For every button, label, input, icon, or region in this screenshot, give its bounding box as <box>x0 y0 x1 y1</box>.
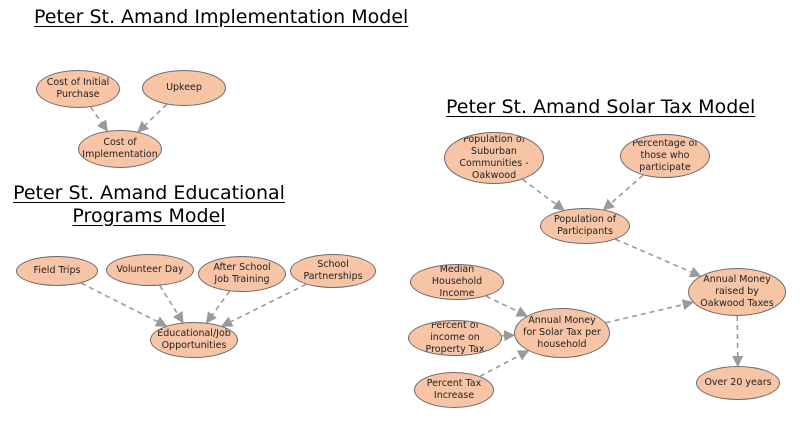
node-cost-of-implementation[interactable]: Cost of Implementation <box>78 130 162 168</box>
node-label: Educational/Job Opportunities <box>157 328 231 351</box>
edge-volunteer-day-to-educational-job-opportunities <box>159 285 184 324</box>
edge-percent-tax-increase-to-annual-money-solar-tax <box>479 350 530 378</box>
educational-title-line-2: Programs Model <box>72 204 226 227</box>
node-label: Over 20 years <box>704 377 772 389</box>
edge-school-partnerships-to-educational-job-opportunities <box>220 283 307 327</box>
node-label: Upkeep <box>166 82 202 94</box>
node-label: Percent Tax Increase <box>426 378 482 401</box>
node-population-of-suburban-communities[interactable]: Population of Suburban Communities - Oak… <box>444 132 544 184</box>
node-percent-tax-increase[interactable]: Percent Tax Increase <box>414 372 494 408</box>
node-label: Population of Suburban Communities - Oak… <box>459 134 529 181</box>
node-label: Volunteer Day <box>116 264 184 276</box>
edge-population-participants-to-annual-money-raised <box>615 238 702 278</box>
node-label: Cost of Implementation <box>82 137 158 160</box>
node-label: Percent of income on Property Tax <box>425 320 485 355</box>
edge-cost-initial-purchase-to-cost-implementation <box>90 106 108 132</box>
node-label: Cost of Initial Purchase <box>46 77 110 100</box>
edge-percentage-participate-to-population-participants <box>602 174 644 211</box>
node-cost-of-initial-purchase[interactable]: Cost of Initial Purchase <box>36 70 120 108</box>
solar-tax-model-title: Peter St. Amand Solar Tax Model <box>446 96 756 118</box>
edge-annual-money-solar-tax-to-annual-money-raised <box>605 299 694 324</box>
node-label: Population of Participants <box>553 214 617 237</box>
node-label: After School Job Training <box>213 262 271 285</box>
edge-percent-income-property-tax-to-annual-money-solar-tax <box>501 330 516 342</box>
edge-upkeep-to-cost-implementation <box>137 103 168 133</box>
node-percentage-of-those-who-participate[interactable]: Percentage of those who participate <box>620 134 710 178</box>
edge-annual-money-raised-to-over-20-years <box>732 315 744 368</box>
node-label: Field Trips <box>33 265 81 277</box>
node-over-20-years[interactable]: Over 20 years <box>696 366 780 400</box>
node-label: Annual Money for Solar Tax per household <box>523 315 601 350</box>
node-volunteer-day[interactable]: Volunteer Day <box>106 254 194 286</box>
node-school-partnerships[interactable]: School Partnerships <box>290 254 376 288</box>
node-educational-job-opportunities[interactable]: Educational/Job Opportunities <box>150 322 238 358</box>
edge-median-household-income-to-annual-money-solar-tax <box>485 295 528 317</box>
edge-population-suburban-to-population-participants <box>522 178 565 211</box>
node-annual-money-raised-by-oakwood-taxes[interactable]: Annual Money raised by Oakwood Taxes <box>688 268 786 316</box>
node-label: Median Household Income <box>431 264 483 299</box>
edge-after-school-job-training-to-educational-job-opportunities <box>205 290 231 324</box>
node-annual-money-for-solar-tax[interactable]: Annual Money for Solar Tax per household <box>514 308 610 358</box>
educational-model-title: Peter St. Amand Educational Programs Mod… <box>8 182 290 228</box>
node-label: Percentage of those who participate <box>632 138 698 173</box>
node-label: Annual Money raised by Oakwood Taxes <box>700 274 774 309</box>
node-field-trips[interactable]: Field Trips <box>16 256 98 286</box>
implementation-model-title: Peter St. Amand Implementation Model <box>34 6 409 28</box>
educational-title-line-1: Peter St. Amand Educational <box>13 182 285 204</box>
node-population-of-participants[interactable]: Population of Participants <box>540 208 630 244</box>
node-median-household-income[interactable]: Median Household Income <box>410 264 504 300</box>
node-after-school-job-training[interactable]: After School Job Training <box>198 256 286 292</box>
node-upkeep[interactable]: Upkeep <box>142 70 226 106</box>
node-label: School Partnerships <box>303 259 363 282</box>
edge-field-trips-to-educational-job-opportunities <box>80 282 168 327</box>
node-percent-of-income-on-property-tax[interactable]: Percent of income on Property Tax <box>408 320 502 356</box>
